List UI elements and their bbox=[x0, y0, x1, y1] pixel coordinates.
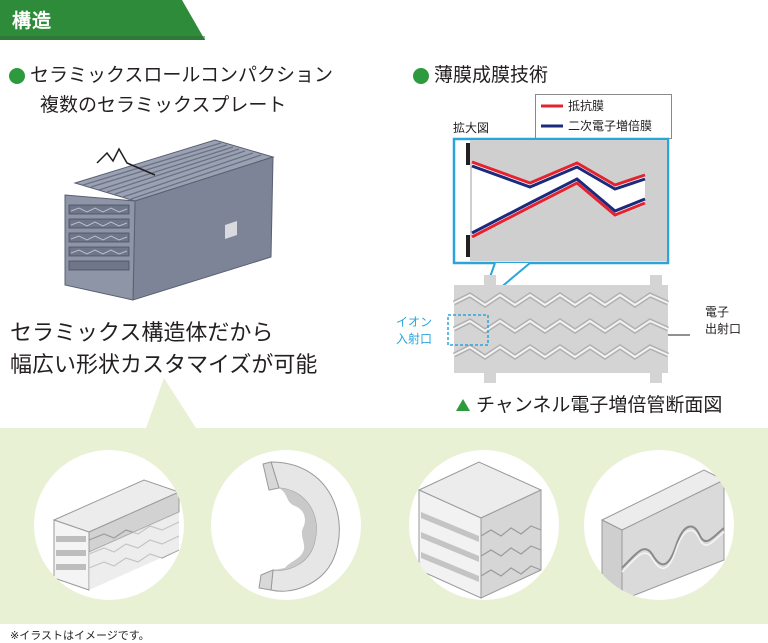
ion-label-line2: 入射口 bbox=[396, 332, 433, 346]
legend-label-secondary: 二次電子増倍膜 bbox=[568, 119, 653, 133]
shape-example-stacked-plates bbox=[34, 450, 184, 600]
ceramic-block-illustration bbox=[64, 139, 275, 301]
channel-diagram bbox=[447, 137, 690, 383]
left-caption-line2: 幅広い形状カスタマイズが可能 bbox=[10, 353, 318, 378]
callout-pointer bbox=[146, 378, 196, 428]
electron-label-line2: 出射口 bbox=[705, 322, 742, 336]
bullet-icon bbox=[9, 68, 25, 84]
bullet-icon bbox=[413, 68, 429, 84]
right-caption: チャンネル電子増倍管断面図 bbox=[476, 394, 723, 416]
shape-example-angled-layers bbox=[409, 450, 559, 600]
electron-label-line1: 電子 bbox=[705, 305, 730, 319]
header-title: 構造 bbox=[12, 10, 53, 32]
left-heading-line1: セラミックスロールコンパクション bbox=[30, 64, 334, 86]
left-heading-line2: 複数のセラミックスプレート bbox=[40, 94, 287, 116]
shape-example-curved-channel bbox=[211, 450, 361, 600]
legend-label-resistive: 抵抗膜 bbox=[568, 99, 605, 113]
shape-example-wavy-plate bbox=[584, 450, 734, 600]
ion-label-line1: イオン bbox=[396, 315, 433, 329]
left-caption-line1: セラミックス構造体だから bbox=[10, 321, 274, 346]
legend-box bbox=[535, 94, 672, 139]
legend-swatches bbox=[541, 104, 563, 128]
zoom-label: 拡大図 bbox=[453, 121, 490, 135]
triangle-icon bbox=[456, 399, 470, 411]
footnote: ※イラストはイメージです。 bbox=[10, 629, 150, 642]
header-tab bbox=[0, 0, 205, 40]
right-heading: 薄膜成膜技術 bbox=[434, 64, 549, 86]
